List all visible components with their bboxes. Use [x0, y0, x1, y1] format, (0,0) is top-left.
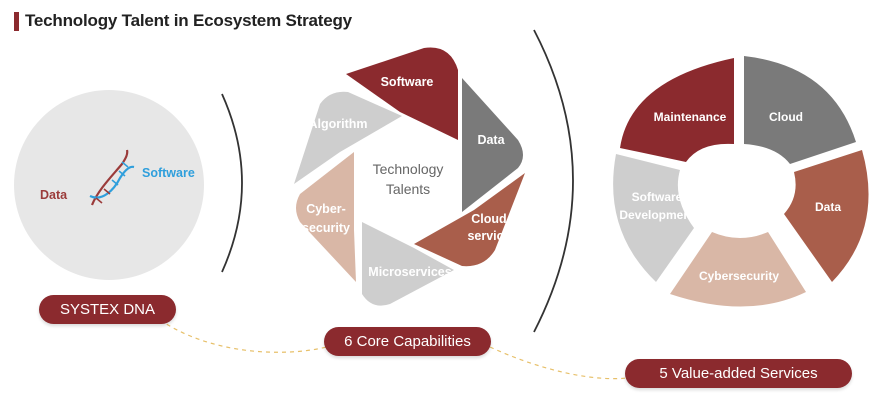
services-data-label: Data	[815, 200, 841, 214]
dna-circle	[14, 90, 204, 280]
segment-microservices	[362, 222, 454, 306]
segment-cloud-service	[414, 173, 525, 267]
core-software-label: Software	[381, 75, 434, 89]
dna-software-label: Software	[142, 166, 195, 180]
dash-connector-2	[489, 346, 641, 380]
service-maintenance	[620, 58, 734, 162]
separator-arc-right	[533, 29, 574, 333]
core-cloud-label-1: Cloud	[471, 212, 506, 226]
services-software-dev-label-1: Software	[632, 190, 683, 204]
services-cloud-label: Cloud	[769, 110, 803, 124]
services-donut	[613, 56, 869, 307]
systex-dna-pill: SYSTEX DNA	[39, 295, 176, 324]
services-cybersecurity-label: Cybersecurity	[699, 269, 779, 283]
page-title: Technology Talent in Ecosystem Strategy	[25, 11, 352, 30]
title-accent-bar	[14, 12, 19, 31]
core-cyber-label-1: Cyber-	[306, 202, 346, 216]
segment-data	[462, 78, 523, 212]
service-data	[784, 150, 869, 282]
segment-software	[346, 47, 458, 140]
segment-algorithm	[294, 91, 402, 184]
services-maintenance-label: Maintenance	[654, 110, 727, 124]
core-cloud-label-2: service	[467, 229, 510, 243]
core-algorithm-label: Algorithm	[308, 117, 367, 131]
service-software-development	[613, 154, 694, 282]
value-added-services-pill: 5 Value-added Services	[625, 359, 852, 388]
dna-data-label: Data	[40, 188, 68, 202]
services-software-dev-label-2: Development	[619, 208, 694, 222]
core-capabilities-wheel	[294, 47, 525, 306]
service-cloud	[744, 56, 856, 164]
dash-connector-1	[159, 319, 331, 353]
segment-cybersecurity	[296, 152, 356, 282]
core-cyber-label-2: security	[302, 221, 350, 235]
separator-arc-left	[221, 93, 243, 273]
core-capabilities-pill: 6 Core Capabilities	[324, 327, 491, 356]
core-center-line-1: Technology	[373, 161, 444, 177]
service-cybersecurity	[670, 232, 806, 307]
core-microservices-label: Microservices	[368, 265, 451, 279]
core-center-line-2: Talents	[386, 181, 430, 197]
dna-helix-icon	[89, 149, 135, 206]
core-data-label: Data	[477, 133, 505, 147]
